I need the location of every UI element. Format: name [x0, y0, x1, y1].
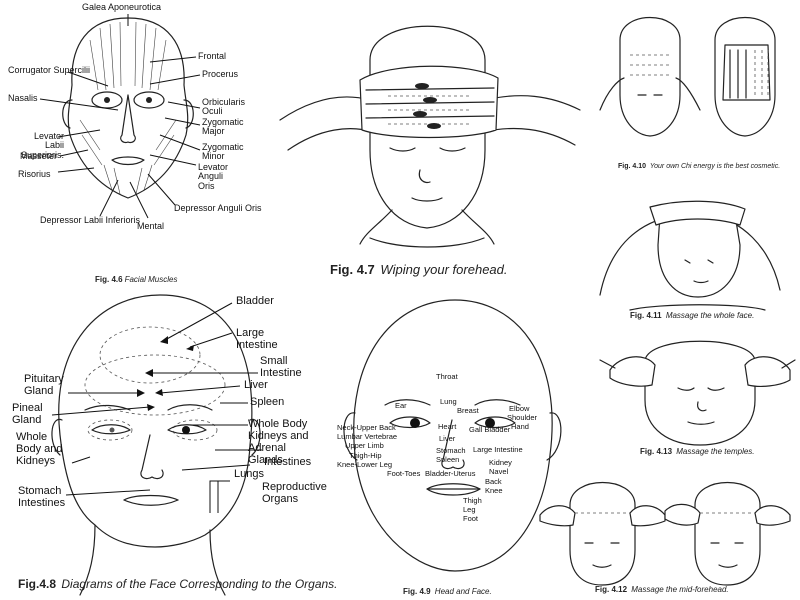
label-elbow: Elbow: [509, 404, 530, 413]
label-pituitary-gland: Pituitary Gland: [24, 373, 64, 398]
caption-text: Massage the temples.: [676, 447, 755, 456]
figure-4-8-face-organs: Bladder Large Intestine Small Intestine …: [0, 285, 338, 600]
label-spleen: Spleen: [250, 396, 285, 408]
caption-number: Fig.4.8: [18, 577, 57, 591]
label-lumbar-vertebrae: Lumbar Vertebrae: [337, 432, 398, 441]
label-knee: Knee: [485, 486, 503, 495]
label-intestines-left: Intestines: [18, 497, 66, 510]
label-foot-toes: Foot-Toes: [387, 469, 421, 478]
label-corrugator-supercilii: Corrugator Supercilii: [8, 65, 91, 75]
label-galea-aponeurotica: Galea Aponeurotica: [82, 2, 162, 12]
label-reproductive-organs: Reproductive Organs: [262, 481, 327, 506]
label-orbicularis-oculi: Orbicularis Oculi: [202, 97, 246, 117]
caption-number: Fig. 4.7: [330, 262, 375, 277]
caption-text: Your own Chi energy is the best cosmetic…: [649, 163, 781, 170]
label-lungs: Lungs: [234, 468, 264, 480]
label-pineal-gland: Pineal Gland: [12, 402, 43, 427]
whole-face-illustration: [599, 200, 781, 311]
label-whole-body-and-kidneys: Whole Body and Kidneys: [16, 431, 63, 468]
figure-4-9-head-and-face: Throat Ear Lung Breast Elbow Shoulder Ha…: [335, 295, 565, 600]
caption-text: Massage the whole face.: [665, 311, 755, 320]
label-thigh-hip: Thigh-Hip: [349, 451, 382, 460]
label-zygomatic-minor: Zygomatic Minor: [202, 142, 244, 162]
label-depressor-labii-inferioris: Depressor Labii Inferioris: [40, 215, 141, 225]
figure-4-12-mid-forehead: Fig. 4.12 Massage the mid-forehead.: [535, 465, 800, 600]
facial-muscles-illustration: [39, 14, 201, 219]
label-levator-anguli-oris: Levator Anguli Oris: [198, 162, 229, 191]
label-stomach: Stomach: [18, 485, 62, 497]
label-shoulder: Shoulder: [507, 413, 538, 422]
wiping-forehead-illustration: [279, 25, 581, 248]
caption-text: Head and Face.: [434, 587, 492, 596]
caption-number: Fig. 4.11: [630, 311, 662, 320]
caption-fig-4-9: Fig. 4.9 Head and Face.: [403, 587, 492, 596]
label-frontal: Frontal: [198, 51, 227, 61]
head-face-map-illustration: [343, 299, 562, 572]
label-breast: Breast: [457, 406, 479, 415]
label-intestines-right: Intestines: [264, 456, 312, 468]
label-thigh: Thigh: [463, 496, 482, 505]
label-large-intestine: Large Intestine: [236, 327, 278, 352]
label-masseter: Masseter: [20, 151, 58, 161]
figure-4-13-temples: Fig. 4.13 Massage the temples.: [590, 330, 800, 460]
label-ear: Ear: [395, 401, 407, 410]
label-lung: Lung: [440, 397, 457, 406]
figure-4-11-whole-face: Fig. 4.11 Massage the whole face.: [590, 185, 800, 320]
label-procerus: Procerus: [202, 69, 239, 79]
caption-text: Diagrams of the Face Corresponding to th…: [61, 577, 338, 591]
label-navel: Navel: [489, 467, 509, 476]
label-liver: Liver: [439, 434, 456, 443]
caption-text: Massage the mid-forehead.: [631, 585, 729, 594]
label-neck-upper-back: Neck-Upper Back: [337, 423, 396, 432]
label-depressor-anguli-oris: Depressor Anguli Oris: [174, 203, 262, 213]
caption-text: Facial Muscles: [124, 275, 178, 284]
label-spleen: Spleen: [436, 455, 460, 464]
label-liver: Liver: [244, 379, 268, 391]
caption-fig-4-13: Fig. 4.13 Massage the temples.: [640, 447, 755, 456]
label-bladder-uterus: Bladder-Uterus: [425, 469, 476, 478]
caption-fig-4-12: Fig. 4.12 Massage the mid-forehead.: [595, 585, 729, 594]
label-throat: Throat: [436, 372, 458, 381]
label-mental: Mental: [137, 221, 165, 231]
label-levator-labii-superioris: Levator Labii Superioris.: [20, 131, 64, 160]
label-upper-limb: Upper Limb: [345, 441, 384, 450]
label-foot: Foot: [463, 514, 479, 523]
face-organs-illustration: [51, 294, 262, 596]
caption-fig-4-10: Fig. 4.10 Your own Chi energy is the bes…: [618, 163, 780, 170]
label-large-intestine: Large Intestine: [473, 445, 523, 454]
label-stomach: Stomach: [436, 446, 466, 455]
label-small-intestine: Small Intestine: [260, 355, 302, 380]
caption-number: Fig. 4.6: [95, 275, 123, 284]
caption-fig-4-8: Fig.4.8 Diagrams of the Face Correspondi…: [18, 577, 338, 591]
chi-energy-illustration: [599, 17, 776, 137]
label-stomach-intestines: Stomach Intestines: [18, 485, 72, 509]
label-nasalis: Nasalis: [8, 93, 38, 103]
label-kidney: Kidney: [489, 458, 512, 467]
label-back: Back: [485, 477, 502, 486]
label-heart: Heart: [438, 422, 457, 431]
label-hand: Hand: [511, 422, 529, 431]
label-knee-lower-leg: Knee-Lower Leg: [337, 460, 393, 469]
label-bladder: Bladder: [236, 295, 274, 307]
caption-fig-4-7: Fig. 4.7 Wiping your forehead.: [330, 262, 508, 277]
label-gall-bladder: Gall Bladder: [469, 425, 511, 434]
caption-number: Fig. 4.12: [595, 585, 628, 594]
mid-forehead-illustration: [539, 481, 791, 586]
figure-4-6-facial-muscles: Galea Aponeurotica Corrugator Supercilii…: [0, 0, 262, 290]
temples-illustration: [599, 340, 796, 446]
caption-text: Wiping your forehead.: [380, 262, 508, 277]
caption-fig-4-11: Fig. 4.11 Massage the whole face.: [630, 311, 754, 320]
figure-4-10-chi-energy: Fig. 4.10 Your own Chi energy is the bes…: [590, 0, 800, 180]
figure-4-7-wiping-forehead: Fig. 4.7 Wiping your forehead.: [270, 0, 590, 290]
label-whole-body-kidneys-adrenal: Whole Body Kidneys and Adrenal Glands: [248, 418, 309, 467]
caption-number: Fig. 4.9: [403, 587, 431, 596]
label-zygomatic-major: Zygomatic Major: [202, 117, 244, 137]
label-leg: Leg: [463, 505, 476, 514]
caption-number: Fig. 4.10: [618, 163, 647, 170]
label-risorius: Risorius: [18, 169, 51, 179]
caption-number: Fig. 4.13: [640, 447, 673, 456]
